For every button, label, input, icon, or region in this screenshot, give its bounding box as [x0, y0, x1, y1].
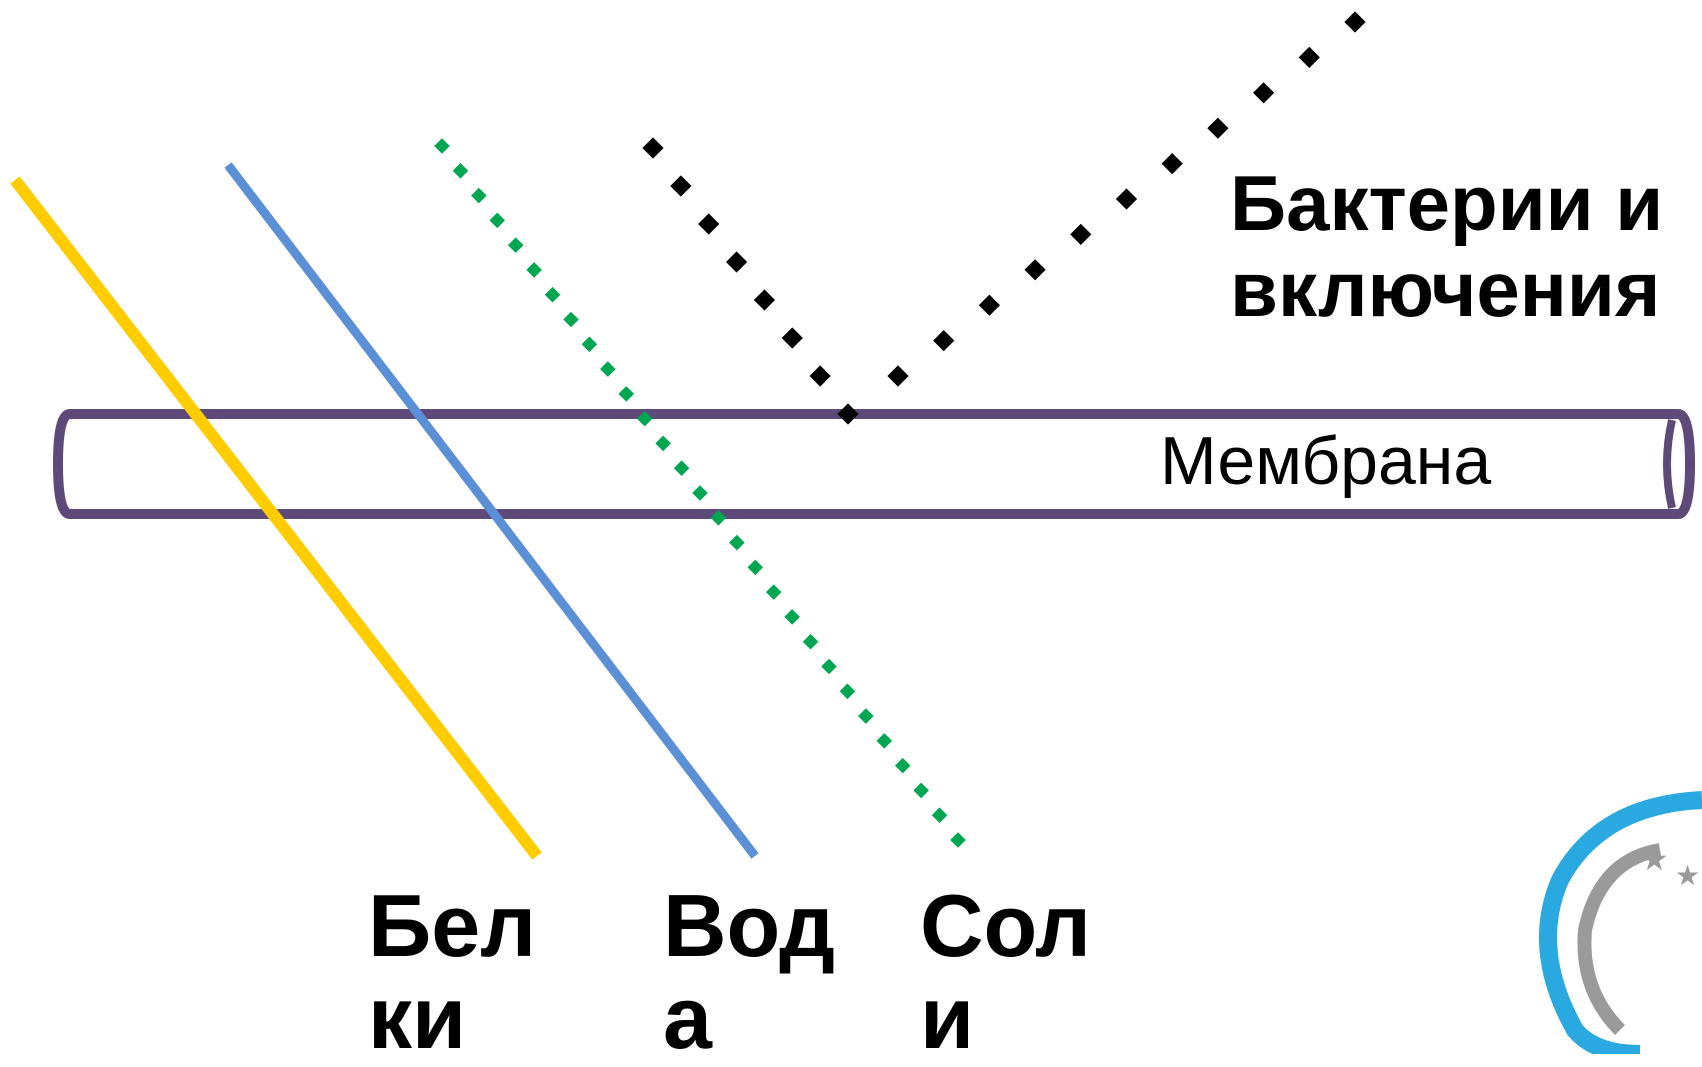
bacteria-dot: [670, 175, 692, 197]
bacteria-dot: [725, 251, 748, 273]
salts-dot: [452, 163, 469, 179]
membrane-outline: [53, 409, 1695, 519]
salts-dot: [544, 286, 561, 303]
salts-dot: [655, 435, 671, 452]
membrane-label: Мембрана: [1160, 423, 1492, 499]
bacteria-dot: [887, 365, 909, 387]
proteins-line: [10, 176, 542, 860]
salts-dot: [434, 138, 450, 154]
salts-dot: [507, 237, 524, 253]
logo-star-icon: ★: [1640, 840, 1669, 878]
salts-dot: [784, 609, 800, 625]
salts-dot: [692, 485, 708, 501]
salts-dot: [600, 361, 616, 377]
salts-dot: [710, 510, 727, 526]
logo-blue-arc: [1539, 791, 1702, 1054]
bacteria-dot: [781, 327, 803, 349]
bacteria-dot: [1161, 152, 1183, 175]
logo-gray-arc: [1577, 843, 1662, 1035]
bacteria-dot: [1344, 11, 1366, 33]
salts-dot: [839, 683, 856, 700]
bacteria-dot: [809, 365, 831, 387]
bacteria-dot: [1252, 82, 1275, 104]
salts-dot: [471, 187, 487, 204]
logo-star-icon: ★: [1675, 859, 1700, 892]
salts-dot: [489, 212, 506, 229]
bacteria-dot: [1070, 223, 1092, 246]
salts-dotted-line: [434, 138, 966, 848]
water-label: Вода: [663, 876, 836, 1067]
salts-dot: [876, 733, 893, 749]
bacteria-dot: [698, 213, 720, 235]
bacteria-dot: [642, 137, 664, 159]
bacteria-dot: [978, 294, 1001, 316]
bacteria-dot: [837, 403, 859, 425]
salts-dot: [931, 807, 948, 823]
salts-dot: [950, 832, 966, 848]
salts-dot: [913, 782, 929, 799]
salts-dot: [563, 311, 579, 328]
salts-dot: [821, 658, 837, 675]
salts-dot: [802, 633, 819, 650]
salts-dot: [673, 460, 690, 476]
salts-dot: [729, 534, 745, 551]
bacteria-dot: [1298, 46, 1320, 69]
bacteria-dot: [1024, 259, 1046, 281]
salts-dot: [581, 336, 598, 353]
logo-emblem: ★ ★: [1539, 791, 1702, 1054]
salts-dot: [765, 584, 782, 600]
bacteria-dot: [753, 289, 776, 311]
salts-dot: [526, 262, 542, 278]
salts-dot: [747, 559, 764, 576]
membrane: [53, 409, 1695, 519]
bacteria-label: Бактерии и включения: [1230, 159, 1664, 333]
salts-dot: [618, 386, 635, 402]
bacteria-dot: [1115, 188, 1138, 210]
salts-label: Соли: [920, 876, 1092, 1067]
salts-dot: [894, 757, 911, 774]
bacteria-dot: [933, 329, 955, 352]
proteins-label: Белки: [368, 876, 537, 1067]
salts-dot: [858, 708, 874, 724]
bacteria-dot: [1207, 117, 1229, 139]
water-line: [224, 162, 759, 859]
membrane-end-cap: [1663, 419, 1676, 509]
